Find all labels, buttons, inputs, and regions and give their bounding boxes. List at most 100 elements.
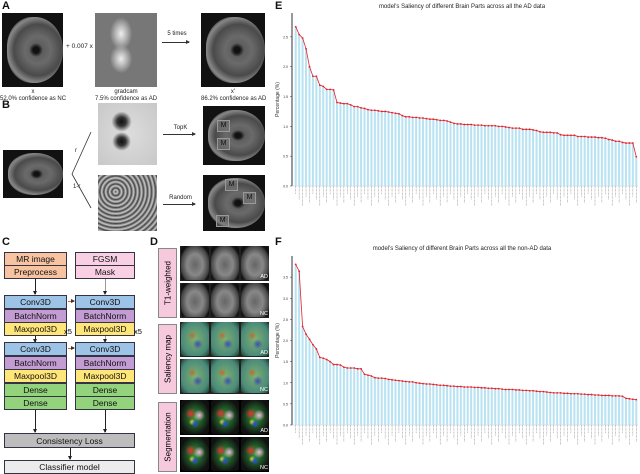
data-point bbox=[587, 136, 590, 138]
bar bbox=[580, 136, 583, 186]
brain-slice-image bbox=[211, 359, 239, 393]
data-point bbox=[625, 142, 627, 144]
data-point bbox=[305, 47, 307, 50]
data-point bbox=[473, 386, 476, 389]
brain-slice-image bbox=[241, 437, 269, 471]
bar bbox=[377, 378, 380, 425]
bar bbox=[528, 129, 531, 186]
bar bbox=[535, 391, 538, 425]
data-point bbox=[346, 367, 349, 369]
bar bbox=[373, 110, 376, 186]
repeat-label: x5 bbox=[134, 327, 142, 336]
bar bbox=[394, 380, 397, 425]
brain-slice-image bbox=[181, 322, 209, 356]
bar bbox=[308, 339, 311, 425]
bar bbox=[559, 134, 562, 186]
data-point bbox=[325, 358, 328, 361]
bar bbox=[318, 85, 321, 186]
data-point bbox=[342, 102, 345, 105]
bar bbox=[490, 388, 493, 425]
bar bbox=[446, 120, 449, 186]
chart-title: model's Saliency of different Brain Part… bbox=[378, 4, 546, 10]
bar bbox=[621, 396, 624, 425]
bar bbox=[325, 89, 328, 186]
data-point bbox=[411, 116, 414, 119]
data-point bbox=[401, 114, 404, 117]
image-row: AD bbox=[180, 246, 269, 281]
bar bbox=[311, 344, 314, 425]
group-tag: NC bbox=[260, 387, 268, 393]
bar bbox=[501, 389, 504, 425]
bar bbox=[411, 381, 414, 425]
bar bbox=[573, 135, 576, 186]
data-point bbox=[477, 386, 479, 389]
bar bbox=[597, 395, 600, 425]
bar bbox=[477, 387, 480, 425]
bar bbox=[442, 120, 445, 186]
image-row: AD bbox=[180, 322, 269, 357]
output-name: x' bbox=[230, 89, 236, 95]
brain-slice-image bbox=[181, 359, 209, 393]
data-point bbox=[580, 135, 583, 138]
y-tick-label: 1.0 bbox=[283, 381, 288, 385]
data-point bbox=[525, 128, 528, 131]
data-point bbox=[535, 129, 538, 132]
data-point bbox=[473, 124, 476, 127]
bar bbox=[408, 116, 411, 186]
bar bbox=[480, 125, 483, 186]
maxpool3d-block: Maxpool3D bbox=[75, 369, 135, 383]
data-point bbox=[559, 133, 562, 136]
bar bbox=[566, 393, 569, 425]
bar bbox=[535, 130, 538, 186]
data-point bbox=[312, 75, 314, 78]
bar bbox=[525, 390, 528, 425]
bar bbox=[635, 399, 638, 425]
fgsm-block: FGSM bbox=[75, 252, 135, 266]
y-tick-label: 0.0 bbox=[283, 185, 288, 189]
data-point bbox=[521, 389, 524, 392]
bar bbox=[452, 123, 455, 186]
bar bbox=[463, 386, 466, 425]
data-point bbox=[384, 377, 387, 380]
data-point bbox=[453, 385, 455, 388]
bar bbox=[618, 395, 621, 425]
data-point bbox=[449, 121, 452, 124]
data-point bbox=[487, 387, 490, 390]
data-point bbox=[590, 136, 593, 138]
data-point bbox=[497, 387, 500, 390]
data-point bbox=[508, 126, 510, 129]
input-brain-image bbox=[3, 150, 63, 198]
data-point bbox=[456, 385, 459, 388]
data-point bbox=[545, 131, 548, 134]
bar bbox=[459, 386, 462, 425]
y-tick-label: 1.5 bbox=[283, 95, 288, 99]
bar bbox=[614, 141, 617, 186]
bar bbox=[318, 357, 321, 425]
bar bbox=[342, 367, 345, 425]
data-point bbox=[342, 366, 345, 369]
bar bbox=[449, 386, 452, 425]
data-point bbox=[336, 363, 338, 366]
bar bbox=[322, 86, 325, 186]
group-tag: NC bbox=[260, 311, 268, 317]
bar bbox=[538, 391, 541, 425]
data-point bbox=[380, 110, 383, 113]
y-tick-label: 2.5 bbox=[283, 35, 288, 39]
bar bbox=[538, 131, 541, 186]
panel-label-b: B bbox=[2, 99, 10, 111]
bar bbox=[356, 106, 359, 186]
data-point bbox=[332, 363, 335, 366]
bar bbox=[391, 112, 394, 186]
data-point bbox=[594, 136, 596, 138]
data-point bbox=[628, 397, 631, 400]
data-point bbox=[501, 388, 504, 390]
bar bbox=[418, 383, 421, 425]
bar bbox=[439, 385, 442, 425]
data-point bbox=[511, 388, 514, 391]
y-tick-label: 2.0 bbox=[283, 339, 288, 343]
data-point bbox=[597, 394, 600, 396]
bar bbox=[442, 385, 445, 425]
data-point bbox=[614, 394, 617, 397]
bar bbox=[576, 393, 579, 425]
